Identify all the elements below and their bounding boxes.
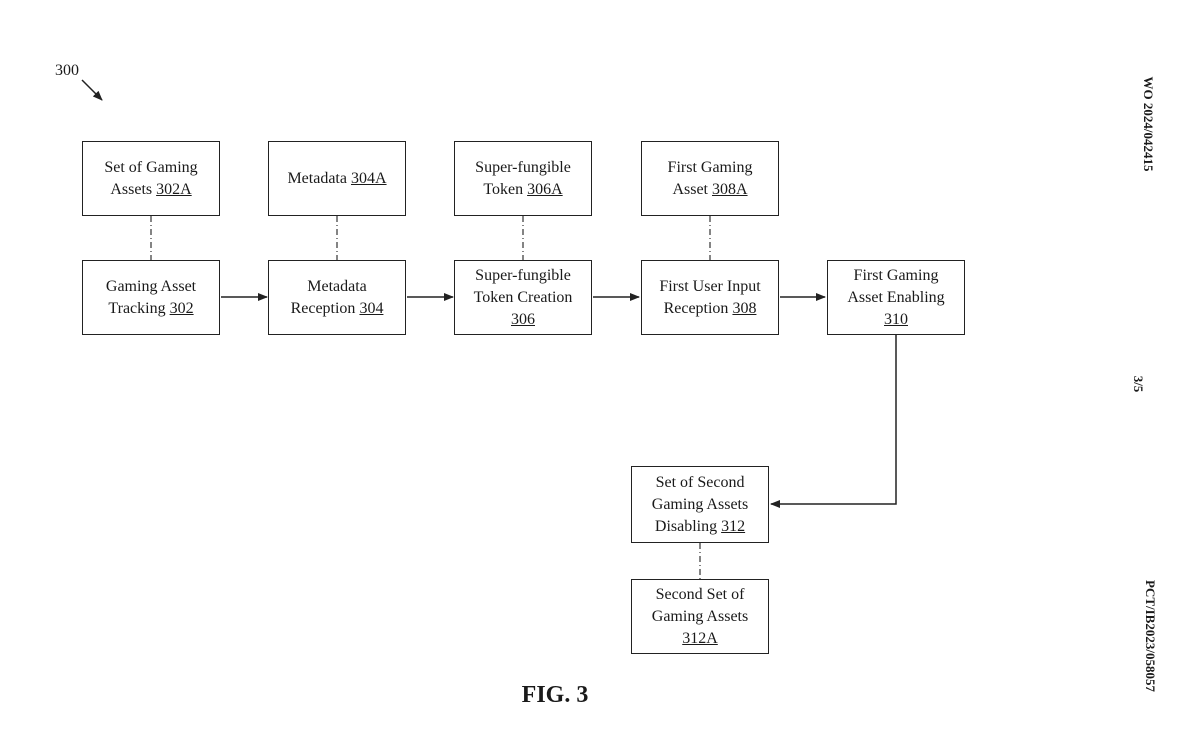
box-line-text: Assets (110, 180, 153, 198)
box-line: Reception 308 (664, 298, 757, 320)
box-line: Metadata 304A (287, 168, 386, 190)
box-line-text: Asset (672, 180, 708, 198)
box-ref-number: 312A (682, 629, 718, 647)
box-line: Assets 302A (110, 179, 191, 201)
page-number: 3/5 (1131, 375, 1146, 393)
box-ref-number: 304 (359, 299, 384, 317)
box-ref-number: 302A (156, 180, 192, 198)
box-ref-number: 310 (884, 310, 908, 328)
box-line-text: Disabling (654, 517, 718, 535)
box-line: First User Input (659, 276, 760, 298)
box-line: Token 306A (483, 179, 562, 201)
box-line: Super-fungible (475, 157, 571, 179)
box-line: Second Set of (656, 584, 745, 606)
figure-reference: 300 (55, 62, 79, 79)
box-line-text: Reception (663, 299, 729, 317)
box-line-text: Super-fungible (475, 158, 571, 176)
box-line-text: Tracking (108, 299, 166, 317)
box-line: Disabling 312 (655, 516, 745, 538)
box-line-text: Metadata (287, 169, 347, 187)
box-ref-number: 306A (527, 180, 563, 198)
box-line-text: Metadata (307, 277, 367, 295)
box-second-set-of-gaming-assets-312a: Second Set of Gaming Assets 312A (631, 579, 769, 654)
box-line: Set of Second (656, 472, 745, 494)
box-line-text: Token Creation (473, 288, 573, 306)
box-ref-number: 308A (712, 180, 748, 198)
box-line: Gaming Assets (652, 494, 748, 516)
box-line: 310 (884, 309, 908, 331)
box-line: Gaming Assets (652, 606, 748, 628)
figure-label: FIG. 3 (521, 682, 589, 708)
box-line-text: Token (483, 180, 524, 198)
publication-number: WO 2024/042415 (1141, 76, 1156, 172)
box-line: Token Creation (474, 287, 573, 309)
box-line-text: Asset Enabling (847, 288, 945, 306)
box-line: Tracking 302 (108, 298, 193, 320)
box-line-text: Set of Second (655, 473, 745, 491)
box-line-text: First Gaming (667, 158, 753, 176)
box-line-text: Second Set of (655, 585, 745, 603)
box-line: First Gaming (668, 157, 753, 179)
box-line-text: Gaming Assets (651, 607, 749, 625)
arrow-310-312 (770, 335, 897, 508)
box-ref-number: 312 (721, 517, 746, 535)
box-line: First Gaming (854, 265, 939, 287)
box-line: 306 (511, 309, 535, 331)
box-line-text: Set of Gaming (104, 158, 198, 176)
box-metadata-304a: Metadata 304A (268, 141, 406, 216)
box-line: Asset Enabling (847, 287, 944, 309)
box-ref-number: 302 (169, 299, 194, 317)
ref-300-pointer (81, 79, 103, 101)
box-line-text: Super-fungible (475, 266, 571, 284)
box-line-text: Gaming Assets (651, 495, 749, 513)
box-line: Set of Gaming (104, 157, 197, 179)
box-line: Super-fungible (475, 265, 571, 287)
box-line: Metadata (307, 276, 367, 298)
box-line-text: Gaming Asset (105, 277, 197, 295)
box-line: Gaming Asset (106, 276, 196, 298)
box-line: 312A (682, 628, 718, 650)
box-line: Asset 308A (672, 179, 747, 201)
box-ref-number: 308 (732, 299, 757, 317)
box-line: Reception 304 (291, 298, 384, 320)
box-line-text: First Gaming (853, 266, 939, 284)
box-line-text: First User Input (659, 277, 761, 295)
box-ref-number: 306 (511, 310, 535, 328)
application-number: PCT/IB2023/058057 (1143, 580, 1158, 692)
box-ref-number: 304A (350, 169, 387, 187)
box-line-text: Reception (290, 299, 356, 317)
